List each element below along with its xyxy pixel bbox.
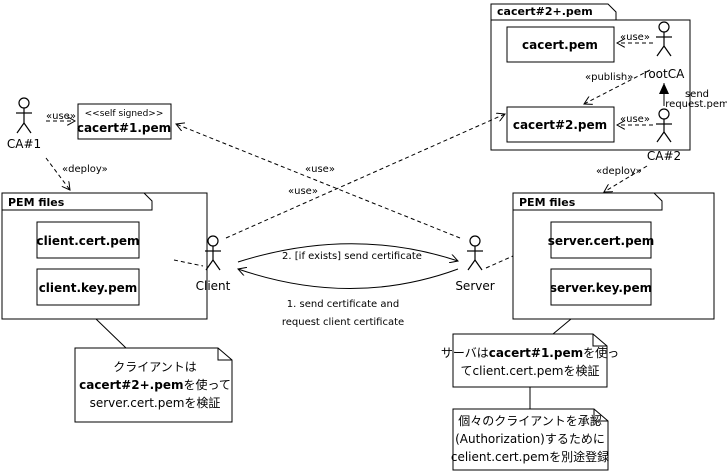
note-text: 個々のクライアントを承認 (458, 413, 602, 428)
note-connector (95, 318, 127, 349)
file-client-key: client.key.pem (36, 268, 140, 306)
note-text-pre: サーバは (441, 346, 489, 360)
file-label: client.key.pem (39, 281, 138, 295)
file-cacert1: <<self signed>> cacert#1.pem (77, 103, 172, 140)
edge-ca2-deploy (604, 165, 648, 192)
note-text: てclient.cert.pemを検証 (461, 364, 600, 378)
actor-label: CA#1 (7, 137, 41, 151)
note-text-rest: を使って (183, 377, 230, 392)
file-cacert: cacert.pem (506, 26, 615, 63)
note-right-1: サーバはcacert#1.pemを使っ てclient.cert.pemを検証 (441, 333, 619, 388)
actor-label: rootCA (644, 67, 685, 81)
actor-ca2 (656, 108, 672, 143)
actor-server (467, 235, 483, 271)
note-text: cacert#2+.pemを使って (79, 377, 231, 392)
note-left: クライアントは cacert#2+.pemを使って server.cert.pe… (74, 347, 233, 423)
note-text: (Authorization)するために (455, 432, 605, 446)
actor-label: Client (196, 279, 231, 293)
edge-server-pem (485, 255, 514, 269)
file-label: server.cert.pem (548, 234, 655, 248)
edge-label: send (685, 89, 709, 100)
edge-msg2 (237, 243, 458, 262)
edge-label: «use» (620, 32, 650, 43)
edge-label: «use» (46, 111, 76, 122)
file-label: client.cert.pem (36, 234, 139, 248)
note-text-post: を使っ (583, 345, 619, 360)
edge-client-pem (173, 259, 204, 267)
package-title: PEM files (8, 196, 65, 209)
actor-label: CA#2 (647, 149, 681, 163)
note-text: celient.cert.pemを別途登録 (451, 449, 609, 464)
edge-client-use (225, 114, 505, 239)
actor-client (205, 235, 221, 271)
edge-label: 2. [if exists] send certificate (282, 251, 422, 262)
actor-ca1 (16, 97, 32, 134)
edge-label: 1. send certificate and (287, 299, 399, 310)
file-server-cert: server.cert.pem (548, 221, 655, 259)
package-pem-left: PEM files (1, 192, 208, 320)
edge-label: «use» (620, 114, 650, 125)
file-label: cacert#2.pem (513, 118, 607, 132)
edge-server-use (176, 124, 461, 239)
file-label: cacert#1.pem (77, 121, 171, 135)
note-text: サーバはcacert#1.pemを使っ (441, 345, 619, 360)
edge-label: «publish» (585, 72, 633, 83)
note-connector (552, 318, 572, 335)
edge-label: «deploy» (596, 166, 642, 177)
file-server-key: server.key.pem (550, 268, 652, 306)
note-right-2: 個々のクライアントを承認 (Authorization)するために celien… (451, 408, 609, 471)
actor-label: Server (455, 279, 494, 293)
package-title: cacert#2+.pem (497, 5, 593, 18)
note-text: server.cert.pemを検証 (90, 396, 221, 410)
edge-label: «use» (305, 164, 335, 175)
edge-label: request.pem (665, 99, 727, 110)
edge-label: «use» (288, 186, 318, 197)
stereotype-self-signed: <<self signed>> (85, 109, 164, 119)
actor-rootca (656, 21, 672, 57)
file-label: cacert.pem (522, 38, 598, 52)
file-label: server.key.pem (550, 281, 652, 295)
edge-msg1 (238, 269, 459, 289)
note-text-bold: cacert#2+.pem (79, 378, 183, 392)
edge-label: request client certificate (282, 317, 404, 328)
edge-label: «deploy» (62, 164, 108, 175)
note-text-bold: cacert#1.pem (489, 346, 583, 360)
edge-rootca-publish (584, 69, 651, 104)
file-cacert2: cacert#2.pem (506, 106, 615, 143)
package-title: PEM files (519, 196, 576, 209)
file-client-cert: client.cert.pem (36, 221, 140, 259)
note-text: クライアントは (113, 360, 197, 374)
